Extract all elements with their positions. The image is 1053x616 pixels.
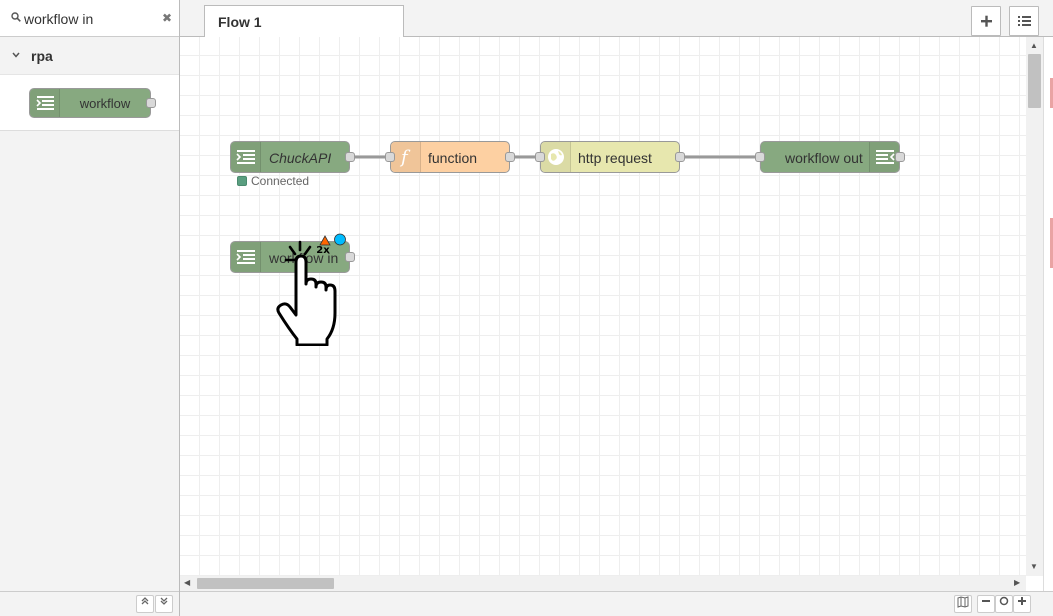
chevron-down-icon [12,52,20,58]
sidebar-edge-marker [1050,78,1053,108]
search-icon [11,12,21,22]
error-triangle-icon [319,235,331,246]
palette-category-label: rpa [31,48,53,64]
zoom-out-icon [982,600,990,602]
zoom-out-button[interactable] [977,595,995,613]
node-chuckapi[interactable]: ChuckAPI [230,141,355,173]
output-port[interactable] [895,152,905,162]
zoom-reset-icon [999,596,1009,606]
globe-icon [541,142,571,172]
expand-all-icon[interactable] [155,595,173,613]
scroll-right-icon[interactable]: ▶ [1014,578,1021,587]
node-workflow-out[interactable]: workflow out [755,141,905,173]
node-label: function [428,150,478,166]
input-port[interactable] [755,152,765,162]
palette-node-workflow[interactable]: workflow [29,88,156,118]
scrollbar-thumb[interactable] [1028,54,1041,108]
input-port[interactable] [385,152,395,162]
palette-node-port [146,98,156,108]
palette: ✖ rpa workflow [0,0,180,616]
node-function[interactable]: f function [385,141,515,173]
collapse-all-icon[interactable] [136,595,154,613]
workspace-tabs: Flow 1 [180,0,1053,38]
node-label: ChuckAPI [269,150,332,166]
palette-node-label: workflow [79,96,131,111]
workflow-icon [30,89,60,117]
wires [354,155,760,159]
output-port[interactable] [675,152,685,162]
add-flow-button[interactable] [971,6,1001,36]
node-label: http request [578,150,652,166]
flow-canvas[interactable]: ChuckAPI Connected f function [180,37,1026,576]
palette-category-rpa[interactable]: rpa [0,38,179,75]
tab-label: Flow 1 [218,14,262,30]
scrollbar-thumb[interactable] [197,578,334,589]
scroll-down-icon[interactable]: ▼ [1030,562,1038,571]
palette-category-content: workflow [0,75,179,131]
status-text: Connected [251,174,310,188]
output-port[interactable] [505,152,515,162]
map-icon [957,596,969,608]
plus-icon [981,15,992,27]
node-status: Connected [237,174,309,188]
clear-icon[interactable]: ✖ [162,11,173,25]
node-label: workflow in [269,250,339,266]
palette-footer [0,591,179,616]
canvas-vertical-scrollbar[interactable]: ▲ ▼ [1026,37,1043,576]
output-port[interactable] [345,152,355,162]
workspace-footer [180,591,1053,616]
zoom-in-button[interactable] [1013,595,1031,613]
node-label: workflow out [785,150,863,166]
navigator-button[interactable] [954,595,972,613]
tab-flow-1[interactable]: Flow 1 [204,5,404,38]
palette-search: ✖ [0,0,179,37]
sidebar-edge-marker [1050,218,1053,268]
zoom-reset-button[interactable] [995,595,1013,613]
output-port[interactable] [345,252,355,262]
flow-list-button[interactable] [1009,6,1039,36]
function-icon: f [391,142,421,172]
list-icon [1018,16,1031,26]
svg-text:f: f [399,147,411,168]
sidebar-collapsed [1043,37,1053,591]
scroll-left-icon[interactable]: ◀ [184,578,191,587]
changed-dot-icon [334,233,346,246]
zoom-in-icon [1018,597,1026,605]
workflow-icon [231,142,261,172]
canvas-horizontal-scrollbar[interactable]: ◀ ▶ [180,576,1026,591]
palette-search-input[interactable] [24,8,160,30]
workflow-icon [231,242,261,272]
input-port[interactable] [535,152,545,162]
scroll-up-icon[interactable]: ▲ [1030,41,1038,50]
node-badges [319,233,346,246]
status-dot-icon [237,176,247,186]
node-http-request[interactable]: http request [535,141,685,173]
workflow-icon [869,142,899,172]
